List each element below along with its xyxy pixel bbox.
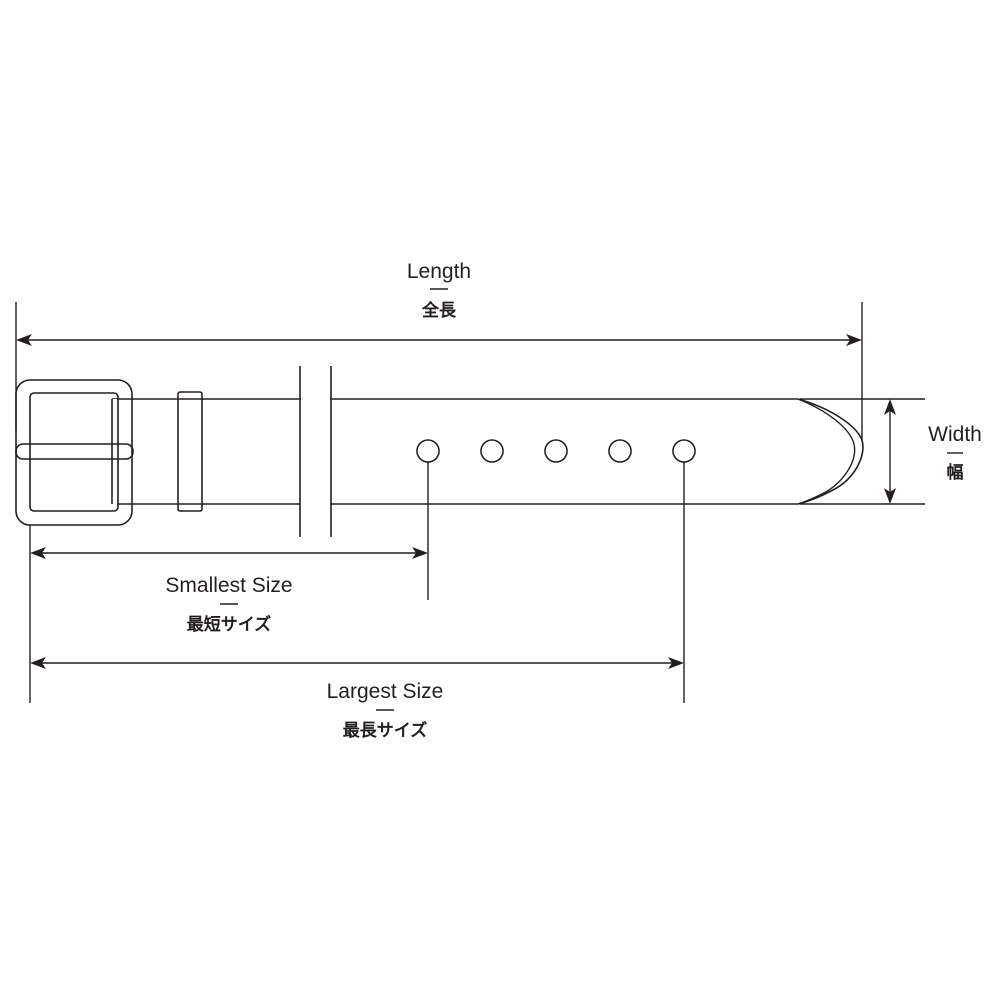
- arrow-down-icon: [884, 488, 896, 504]
- width-label-jp: 幅: [947, 462, 964, 483]
- belt-holes: [416, 439, 696, 463]
- largest-size-dimension: Largest Size 最長サイズ: [30, 462, 685, 741]
- arrow-right-icon: [846, 334, 862, 346]
- buckle-prong: [15, 443, 134, 460]
- belt-hole: [480, 439, 504, 463]
- buckle: [15, 379, 134, 526]
- belt-hole: [416, 439, 440, 463]
- arrow-up-icon: [884, 399, 896, 415]
- buckle-strap-cover: [112, 399, 117, 505]
- arrow-right-icon: [412, 547, 428, 559]
- belt: [112, 366, 864, 537]
- largest-label-jp: 最長サイズ: [343, 720, 428, 741]
- largest-label-en: Largest Size: [327, 680, 444, 703]
- arrow-left-icon: [30, 547, 46, 559]
- width-dimension: Width 幅: [800, 398, 982, 505]
- arrow-left-icon: [30, 657, 46, 669]
- smallest-label-jp: 最短サイズ: [187, 614, 272, 635]
- belt-strap-outline: [112, 398, 864, 505]
- buckle-frame-inner: [29, 392, 119, 512]
- arrow-left-icon: [16, 334, 32, 346]
- length-label-jp: 全長: [421, 300, 457, 321]
- belt-tip-inner: [797, 398, 856, 505]
- belt-hole: [672, 439, 696, 463]
- belt-hole: [544, 439, 568, 463]
- length-label-en: Length: [407, 260, 471, 283]
- arrow-right-icon: [668, 657, 684, 669]
- length-dimension: Length 全長: [15, 260, 863, 440]
- smallest-label-en: Smallest Size: [165, 574, 292, 597]
- width-label-en: Width: [928, 423, 982, 446]
- belt-hole: [608, 439, 632, 463]
- belt-keeper: [177, 391, 203, 512]
- smallest-size-dimension: Smallest Size 最短サイズ: [29, 462, 429, 703]
- belt-loop-gap: [301, 398, 330, 505]
